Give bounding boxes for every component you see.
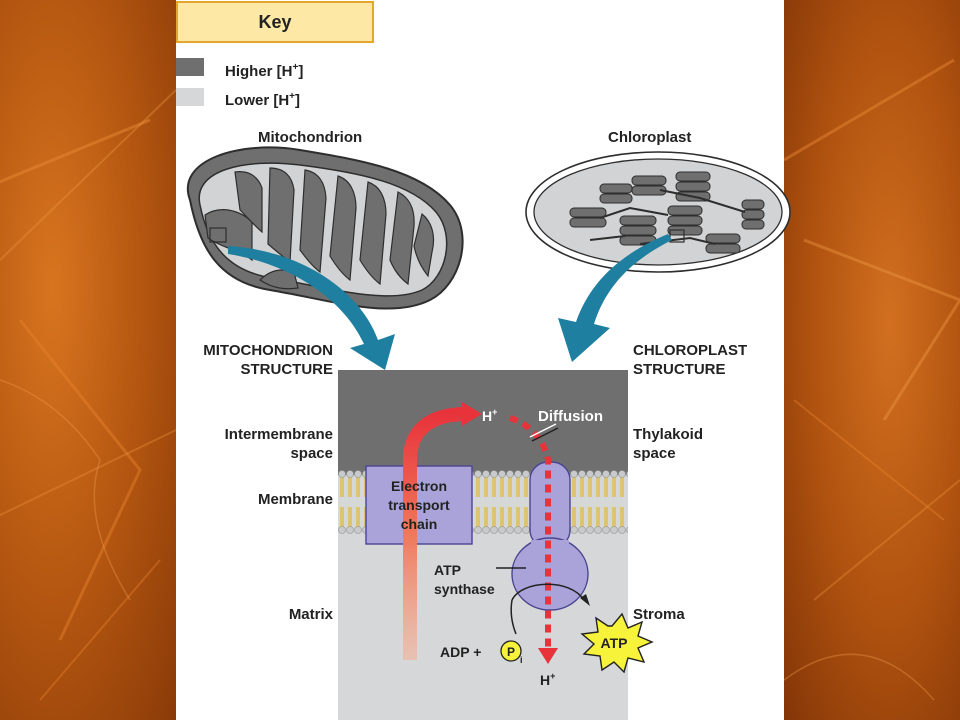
proton-pump-arrowhead <box>462 402 482 426</box>
proton-pump-arrow <box>403 407 465 660</box>
etc-label-3: chain <box>401 516 438 532</box>
higher-h-swatch <box>176 58 204 76</box>
stroma-label: Stroma <box>633 606 685 623</box>
electron-transport-chain <box>365 465 473 545</box>
membrane-label: Membrane <box>257 491 333 508</box>
diffusion-label: Diffusion <box>538 408 603 425</box>
chloroplast-illustration <box>525 151 791 273</box>
etc-label-2: transport <box>388 497 450 513</box>
intermembrane-space-label: Intermembrane space <box>224 426 333 462</box>
atp-product-label: ATP <box>601 635 628 651</box>
diffusion-pointer <box>529 423 557 438</box>
mitochondrion-structure-heading: MITOCHONDRION STRUCTURE <box>203 342 333 378</box>
matrix-label: Matrix <box>288 606 333 623</box>
key-title-box: Key <box>176 1 374 43</box>
mitochondrion-zoom-arrow <box>228 246 395 370</box>
chloroplast-title: Chloroplast <box>608 129 692 146</box>
thylakoid-space-label: Thylakoid space <box>633 426 704 462</box>
chloroplast-zoom-arrow <box>558 234 672 362</box>
h-plus-top: H+ <box>482 407 497 424</box>
lower-h-swatch <box>176 88 204 106</box>
key-title: Key <box>258 11 292 32</box>
leaf-texture-left <box>0 89 176 701</box>
phosphate-subscript: i <box>520 655 523 665</box>
phosphate-circle <box>500 640 522 662</box>
mitochondrion-illustration <box>186 146 464 310</box>
atp-burst <box>580 612 654 674</box>
intermembrane-space-region <box>338 370 628 475</box>
proton-diffusion-arrowhead <box>538 648 558 664</box>
etc-label-1: Electron <box>391 478 447 494</box>
h-plus-bottom: H+ <box>540 671 555 688</box>
leaf-texture-right <box>784 58 960 701</box>
background-right <box>784 0 960 720</box>
adp-to-atp-arrow <box>511 583 585 601</box>
higher-h-label: Higher [H+] <box>225 62 304 80</box>
chloroplast-structure-heading: CHLOROPLAST STRUCTURE <box>633 342 748 378</box>
lower-h-label: Lower [H+] <box>225 91 301 109</box>
atp-synthase-label-2: synthase <box>434 581 495 597</box>
atp-synthase-label-1: ATP <box>434 562 461 578</box>
proton-diffusion-path <box>509 415 551 650</box>
adp-label: ADP + <box>440 644 481 660</box>
phosphate-label: P <box>507 645 515 659</box>
background-left <box>0 0 176 720</box>
mitochondrion-title: Mitochondrion <box>258 129 363 146</box>
